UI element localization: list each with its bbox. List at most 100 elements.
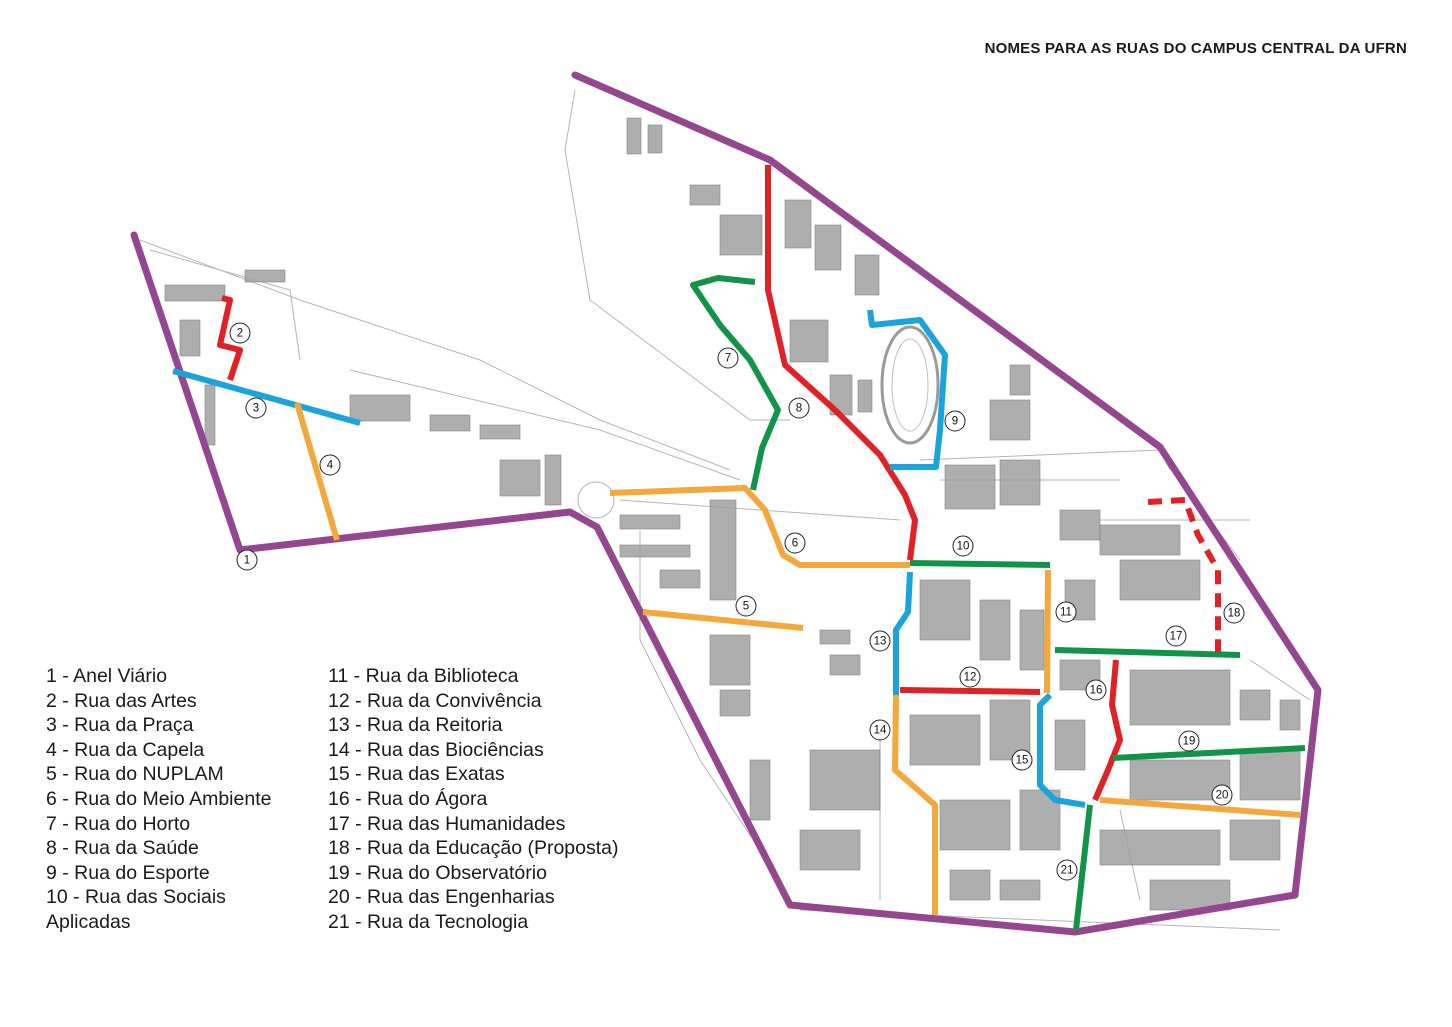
route-marker-circle [1055,601,1077,623]
route-marker-number: 1 [244,555,250,567]
route-rua-da-biblioteca[interactable] [1044,569,1051,694]
route-marker-circle [1056,859,1078,881]
route-marker-12: 12 [959,666,981,688]
legend-item-13: 13 - Rua da Reitoria [328,714,503,737]
legend-item-12: 12 - Rua da Convivência [328,689,542,712]
route-marker-circle [784,532,806,554]
route-marker-number: 5 [743,601,749,613]
route-rua-do-horto[interactable] [690,275,781,491]
route-rua-das-biociencias[interactable] [892,694,938,915]
route-marker-circle [319,454,341,476]
legend-item-14: 14 - Rua das Biociências [328,738,544,761]
legend-left-column: 1 - Anel Viário 2 - Rua das Artes 3 - Ru… [46,664,271,935]
route-marker-circle [788,397,810,419]
legend-item-21: 21 - Rua da Tecnologia [328,910,529,933]
route-marker-number: 7 [725,353,731,365]
route-marker-17: 17 [1165,625,1187,647]
legend-item-17: 17 - Rua das Humanidades [328,812,566,835]
route-rua-da-praca[interactable] [172,368,361,426]
roundabout [577,481,615,519]
legend-item-16: 16 - Rua do Ágora [328,787,488,810]
route-marker-circle [1178,730,1200,752]
route-anel-viario[interactable] [130,71,1322,936]
sports-track [880,325,940,445]
route-rua-do-esporte[interactable] [867,309,948,470]
route-marker-20: 20 [1211,784,1233,806]
route-marker-7: 7 [717,347,739,369]
route-marker-number: 17 [1170,631,1183,643]
route-marker-circle [1223,602,1245,624]
route-marker-number: 11 [1060,607,1072,619]
route-marker-circle [869,719,891,741]
legend-item-1: 1 - Anel Viário [46,665,168,687]
route-marker-number: 8 [796,403,802,415]
legend-item-2: 2 - Rua das Artes [46,689,197,712]
legend-item-9: 9 - Rua do Esporte [46,861,210,884]
route-rua-das-humanidades[interactable] [1054,647,1241,658]
route-marker-number: 16 [1090,685,1103,697]
legend-item-11: 11 - Rua da Biblioteca [328,665,519,687]
map-title: NOMES PARA AS RUAS DO CAMPUS CENTRAL DA … [984,40,1407,57]
route-marker-number: 13 [874,636,887,648]
route-rua-da-reitoria[interactable] [893,571,913,695]
route-marker-circle [1085,679,1107,701]
legend-item-10: 10 - Rua das Sociais [46,886,226,909]
route-rua-do-nuplam[interactable] [642,609,804,631]
route-marker-circle [236,549,258,571]
route-marker-circle [1165,625,1187,647]
legend-item-3: 3 - Rua da Praça [46,714,194,737]
route-marker-number: 6 [792,538,798,550]
legend-item-8: 8 - Rua da Saúde [46,837,199,860]
route-rua-da-convivencia[interactable] [899,687,1041,695]
legend-item-20: 20 - Rua das Engenharias [328,886,555,909]
route-rua-da-saude[interactable] [765,165,918,561]
route-marker-number: 19 [1183,736,1196,748]
route-marker-number: 9 [952,416,958,428]
route-rua-da-capela[interactable] [294,402,340,541]
route-marker-circle [1211,784,1233,806]
route-marker-3: 3 [245,397,267,419]
route-marker-number: 15 [1016,755,1029,767]
route-marker-number: 21 [1061,865,1074,877]
route-marker-9: 9 [944,410,966,432]
route-rua-das-engenharias[interactable] [1099,797,1301,818]
legend-right-column: 11 - Rua da Biblioteca 12 - Rua da Convi… [328,664,619,935]
route-marker-circle [229,322,251,344]
route-marker-1: 1 [236,549,258,571]
route-marker-8: 8 [788,397,810,419]
route-rua-do-observatorio[interactable] [1112,745,1306,761]
route-marker-number: 20 [1216,790,1229,802]
route-marker-number: 2 [237,328,243,340]
route-rua-das-exatas[interactable] [1037,692,1086,808]
route-marker-6: 6 [784,532,806,554]
legend-item-10-continued: Aplicadas [46,910,131,933]
route-rua-da-tecnologia[interactable] [1073,804,1093,931]
route-marker-circle [952,535,974,557]
route-rua-das-artes[interactable] [217,295,243,381]
route-marker-16: 16 [1085,679,1107,701]
legend-item-15: 15 - Rua das Exatas [328,763,505,786]
route-marker-4: 4 [319,454,341,476]
route-rua-do-meio-ambiente[interactable] [609,485,910,568]
route-marker-13: 13 [869,630,891,652]
route-rua-do-agora[interactable] [1092,659,1123,802]
legend-item-19: 19 - Rua do Observatório [328,861,547,884]
route-marker-11: 11 [1055,601,1077,623]
route-marker-number: 10 [957,541,970,553]
route-marker-number: 4 [327,460,334,472]
route-marker-circle [717,347,739,369]
legend-item-7: 7 - Rua do Horto [46,812,191,835]
route-marker-circle [944,410,966,432]
route-marker-21: 21 [1056,859,1078,881]
route-marker-number: 12 [964,672,977,684]
route-rua-da-educacao-proposta[interactable] [1147,497,1221,652]
legend-item-18: 18 - Rua da Educação (Proposta) [328,837,619,860]
route-marker-5: 5 [735,595,757,617]
route-rua-das-sociais-aplicadas[interactable] [909,560,1051,568]
route-marker-circle [245,397,267,419]
route-marker-number: 14 [874,725,887,737]
route-marker-15: 15 [1011,749,1033,771]
